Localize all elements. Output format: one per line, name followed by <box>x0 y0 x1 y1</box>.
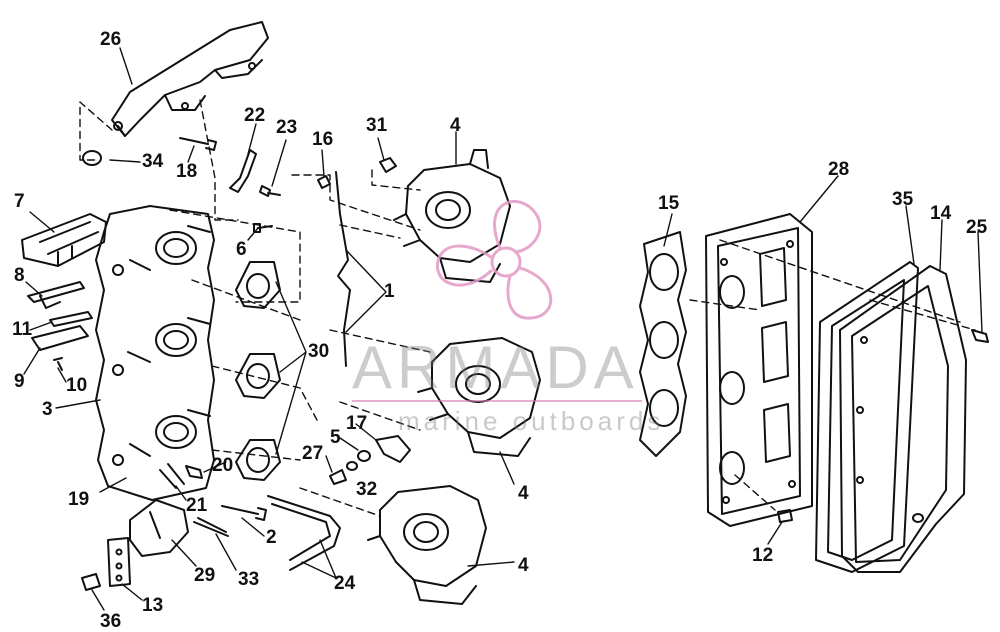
part-3-intake-manifold <box>95 205 215 501</box>
part-23-screw <box>259 185 281 197</box>
part-10-screw <box>53 357 63 371</box>
part-32-washer <box>346 461 358 471</box>
part-9-gasket <box>31 325 89 351</box>
part-31-nut <box>379 157 397 173</box>
watermark-brand-name: ARMADA <box>352 334 639 401</box>
callout-28: 28 <box>828 159 850 180</box>
part-21-fitting <box>159 463 185 489</box>
part-6-screw <box>253 223 273 233</box>
callout-2: 2 <box>266 527 277 548</box>
callout-5: 5 <box>330 427 341 448</box>
callout-33: 33 <box>238 569 260 590</box>
callout-4-bottom: 4 <box>518 555 529 576</box>
part-24-hose <box>267 495 341 571</box>
callout-10: 10 <box>66 375 88 396</box>
callout-35: 35 <box>892 189 914 210</box>
part-29-bracket <box>129 499 189 557</box>
part-22-bracket <box>229 149 257 193</box>
callout-26: 26 <box>100 29 122 50</box>
part-27-screw <box>329 469 347 485</box>
callout-21: 21 <box>186 495 208 516</box>
part-11-plate <box>49 311 93 327</box>
part-5-washer <box>357 450 371 462</box>
part-4-carburetor-bottom <box>367 485 487 605</box>
leader-lines <box>23 47 983 611</box>
callout-9: 9 <box>14 371 25 392</box>
callout-22: 22 <box>244 105 266 126</box>
callout-29: 29 <box>194 565 216 586</box>
callout-1: 1 <box>384 281 395 302</box>
part-26-bracket <box>111 21 269 137</box>
callout-36: 36 <box>100 611 122 632</box>
part-1-link-rods <box>335 171 351 367</box>
callout-30: 30 <box>308 341 330 362</box>
part-2-screw <box>221 505 267 521</box>
part-18-screw <box>179 137 217 151</box>
part-20-fitting <box>185 465 203 479</box>
part-15-gasket <box>639 231 687 457</box>
part-30-gaskets <box>235 261 281 481</box>
part-7-reed-block <box>21 213 107 267</box>
part-16-fitting <box>317 175 331 189</box>
callout-27: 27 <box>302 443 324 464</box>
callout-17: 17 <box>346 413 368 434</box>
callout-4-middle: 4 <box>518 483 529 504</box>
propeller-logo-icon <box>436 199 553 320</box>
part-13-plate <box>107 537 131 587</box>
callout-8: 8 <box>14 265 25 286</box>
part-34-plug <box>82 150 102 166</box>
callout-13: 13 <box>142 595 164 616</box>
callout-25: 25 <box>966 217 988 238</box>
callout-7: 7 <box>14 191 25 212</box>
callout-14: 14 <box>930 203 952 224</box>
callout-23: 23 <box>276 117 298 138</box>
part-8-reeds <box>27 281 85 309</box>
callout-3: 3 <box>42 399 53 420</box>
part-4-carburetor-top <box>393 149 511 283</box>
part-14-cover <box>839 265 967 573</box>
part-36-screw <box>81 573 101 591</box>
part-33-screw <box>193 517 229 537</box>
part-35-gasket <box>815 261 919 573</box>
part-12-screw <box>777 509 793 523</box>
callout-34: 34 <box>142 151 164 172</box>
callout-24: 24 <box>334 573 356 594</box>
callout-6: 6 <box>236 239 247 260</box>
callout-15: 15 <box>658 193 680 214</box>
watermark-tagline: marine outboards <box>398 406 665 436</box>
callout-4-top: 4 <box>450 115 461 136</box>
part-25-screw <box>971 329 989 343</box>
callout-31: 31 <box>366 115 388 136</box>
part-28-cover-plate <box>705 213 813 527</box>
callout-12: 12 <box>752 545 774 566</box>
callout-19: 19 <box>68 489 90 510</box>
callout-32: 32 <box>356 479 378 500</box>
callout-16: 16 <box>312 129 334 150</box>
watermark-underline <box>352 400 642 402</box>
callout-18: 18 <box>176 161 198 182</box>
part-17-linkage <box>375 435 411 463</box>
callout-11: 11 <box>12 319 33 340</box>
callout-20: 20 <box>212 455 234 476</box>
part-4-carburetor-middle <box>417 337 541 457</box>
